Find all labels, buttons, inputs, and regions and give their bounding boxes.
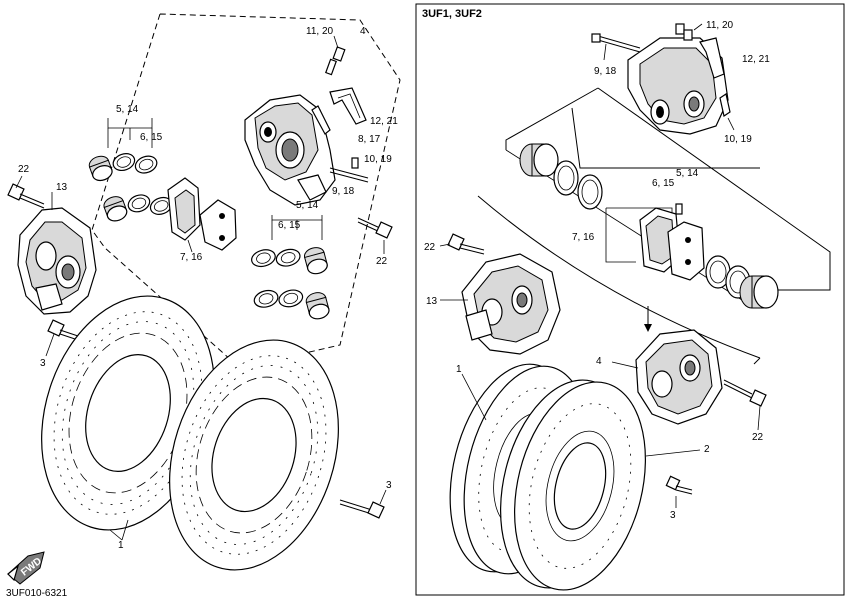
disc-bolt-3-right xyxy=(665,475,693,508)
bleed-screw-right xyxy=(675,23,703,41)
piston-seal-set-right xyxy=(519,143,779,309)
leader-1-right xyxy=(461,373,487,421)
brake-disc-right-front xyxy=(500,379,646,591)
fwd-arrow-badge: FWD xyxy=(7,551,45,585)
bleed-screw-left xyxy=(325,35,346,76)
callout-9-18-right: 9, 18 xyxy=(594,66,617,77)
variant-frame: 3UF1, 3UF2 xyxy=(415,3,845,596)
brake-pads-left xyxy=(167,177,237,253)
callout-7-16-right: 7, 16 xyxy=(572,232,595,243)
caliper-exploded-group-left xyxy=(88,13,401,369)
caliper-4-right xyxy=(611,329,723,425)
callout-6-15-right: 6, 15 xyxy=(652,178,675,189)
callout-12-21-right: 12, 21 xyxy=(742,54,770,65)
caliper-13-left xyxy=(17,192,97,315)
pad-spring-left xyxy=(329,87,367,125)
caliper-13-right xyxy=(440,253,561,355)
callout-4-left: 4 xyxy=(360,26,366,37)
callout-3-left: 3 xyxy=(40,358,46,369)
callout-12-21-left: 12, 21 xyxy=(370,116,398,127)
callout-7-16-left: 7, 16 xyxy=(180,252,203,263)
leader-2-right xyxy=(645,449,701,457)
callout-1-right: 1 xyxy=(456,364,462,375)
mount-bolt-22-right-upper xyxy=(439,233,485,255)
callout-9-18-left: 9, 18 xyxy=(332,186,355,197)
callout-5-14-upper: 5, 14 xyxy=(116,104,139,115)
pad-pin-left xyxy=(311,105,331,135)
callout-22-right-upper: 22 xyxy=(424,242,436,253)
callout-22-right-lower: 22 xyxy=(752,432,764,443)
pad-bolt-left xyxy=(329,157,369,183)
disc-bolt-3-left xyxy=(45,319,91,357)
callout-8-17-left: 8, 17 xyxy=(358,134,381,145)
callout-4-right: 4 xyxy=(596,356,602,367)
callout-6-15-upper: 6, 15 xyxy=(140,132,163,143)
callout-3-lower: 3 xyxy=(386,480,392,491)
callout-22-left-group: 22 xyxy=(376,256,388,267)
callout-13-right: 13 xyxy=(426,296,438,307)
mount-bolt-22-upper-left xyxy=(7,175,45,209)
caliper-body-right xyxy=(627,37,729,135)
disc-leader-1 xyxy=(109,519,129,541)
piston-seal-set-upper xyxy=(88,118,173,222)
diagram-code: 3UF010-6321 xyxy=(6,588,68,599)
callout-labels: 11, 20 4 5, 14 6, 15 12, 21 8, 17 10, 19… xyxy=(6,20,770,599)
callout-10-19-right: 10, 19 xyxy=(724,134,752,145)
pad-bolt-right xyxy=(591,33,641,61)
pad-spring-right xyxy=(699,37,725,79)
disc-bolt-3-lower xyxy=(339,489,387,519)
callout-22-upper-left: 22 xyxy=(18,164,30,175)
callout-11-20-left: 11, 20 xyxy=(306,26,333,37)
callout-2-right: 2 xyxy=(704,444,710,455)
mount-bolt-22-left-group xyxy=(357,217,393,254)
caliper-body-left xyxy=(244,94,336,206)
callout-11-20-right: 11, 20 xyxy=(706,20,733,31)
mount-bolt-22-right-lower xyxy=(723,379,767,431)
variant-box-title: 3UF1, 3UF2 xyxy=(422,8,482,20)
piston-seal-set-lower xyxy=(251,215,330,320)
variant-box xyxy=(415,3,845,596)
callout-13-left: 13 xyxy=(56,182,68,193)
callout-10-19-left: 10, 19 xyxy=(364,154,392,165)
callout-3-right: 3 xyxy=(670,510,676,521)
pad-pin-right xyxy=(719,93,735,131)
brake-pads-right xyxy=(605,203,705,281)
callout-1-left: 1 xyxy=(118,540,124,551)
brake-disc-left-rear xyxy=(169,339,339,571)
callout-5-14-right: 5, 14 xyxy=(676,168,699,179)
callout-5-14-lower: 5, 14 xyxy=(296,200,319,211)
callout-6-15-lower: 6, 15 xyxy=(278,220,301,231)
